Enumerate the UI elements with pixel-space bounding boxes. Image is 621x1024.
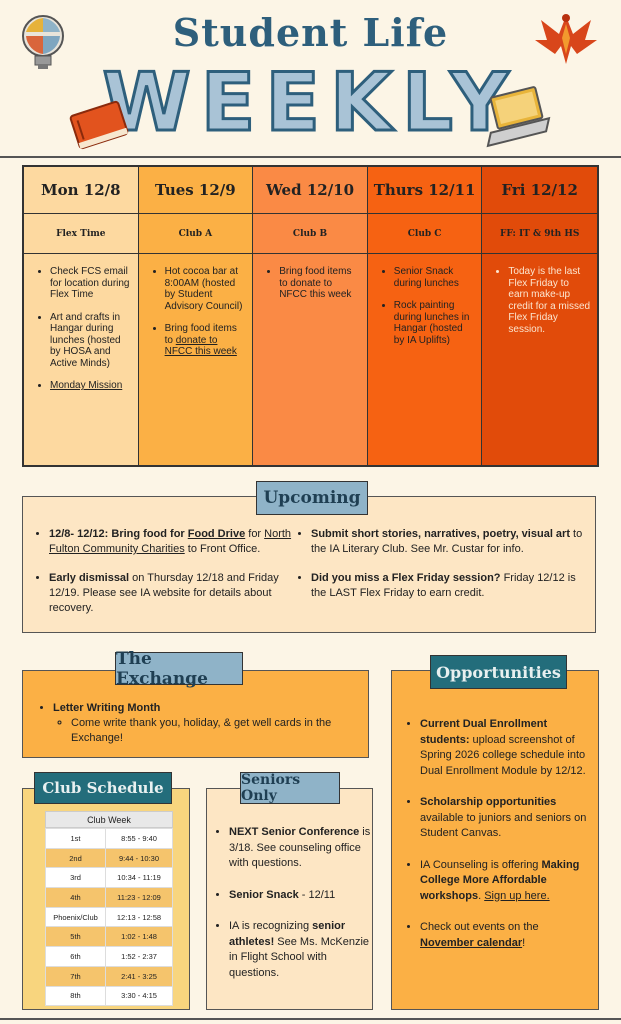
day-header: Thurs 12/11	[367, 167, 482, 214]
opportunities-panel: Current Dual Enrollment students: upload…	[391, 670, 599, 1010]
book-icon	[69, 100, 129, 150]
day-column-wednesday: Wed 12/10 Club B Bring food items to don…	[253, 167, 368, 465]
list-subitem: Come write thank you, holiday, & get wel…	[71, 716, 368, 746]
exchange-title: The Exchange	[115, 649, 243, 689]
day-column-thursday: Thurs 12/11 Club C Senior Snack during l…	[367, 167, 483, 465]
donate-nfcc-link[interactable]: donate to NFCC this week	[164, 334, 237, 358]
list-item: Letter Writing Month Come write thank yo…	[53, 701, 368, 746]
list-item: Did you miss a Flex Friday session? Frid…	[311, 571, 591, 601]
opportunities-title: Opportunities	[430, 655, 567, 689]
list-item: Hot cocoa bar at 8:00AM (hosted by Stude…	[165, 266, 247, 312]
list-item: Check FCS email for location during Flex…	[50, 266, 132, 301]
sign-up-link[interactable]: Sign up here.	[484, 889, 550, 902]
day-subheader: Club C	[367, 214, 482, 254]
header: Student Life WEEKLY	[0, 0, 621, 158]
list-item: NEXT Senior Conference is 3/18. See coun…	[229, 825, 371, 872]
list-item: IA Counseling is offering Making College…	[420, 858, 594, 905]
day-body: Bring food items to donate to NFCC this …	[253, 254, 367, 465]
list-item: Scholarship opportunities available to j…	[420, 795, 594, 842]
footer-divider	[0, 1018, 621, 1020]
day-column-friday: Fri 12/12 FF: IT & 9th HS Today is the l…	[482, 167, 597, 465]
list-item: Check out events on the November calenda…	[420, 920, 594, 951]
table-caption: Club Week	[45, 811, 173, 828]
nfcc-link[interactable]: North Fulton Community Charities	[49, 528, 292, 555]
day-header: Wed 12/10	[253, 167, 367, 214]
list-item: Current Dual Enrollment students: upload…	[420, 717, 594, 779]
day-body: Today is the last Flex Friday to earn ma…	[482, 254, 597, 465]
upcoming-left-column: 12/8- 12/12: Bring food for Food Drive f…	[33, 527, 295, 630]
club-schedule-title: Club Schedule	[34, 772, 172, 804]
list-item: Senior Snack - 12/11	[229, 888, 371, 904]
phoenix-logo-icon	[535, 14, 597, 64]
day-subheader: Club B	[253, 214, 367, 254]
monday-mission-link[interactable]: Monday Mission	[50, 380, 123, 391]
november-calendar-link[interactable]: November calendar	[420, 936, 523, 949]
day-subheader: Club A	[138, 214, 253, 254]
title-top: Student Life	[172, 10, 449, 55]
list-item: Monday Mission	[50, 380, 132, 392]
upcoming-panel: 12/8- 12/12: Bring food for Food Drive f…	[22, 496, 596, 633]
list-item: IA is recognizing senior athletes! See M…	[229, 919, 371, 981]
exchange-content: Letter Writing Month Come write thank yo…	[37, 701, 368, 746]
day-header: Mon 12/8	[24, 167, 138, 214]
list-item: Senior Snack during lunches	[394, 266, 476, 289]
day-body: Hot cocoa bar at 8:00AM (hosted by Stude…	[138, 254, 253, 465]
day-column-monday: Mon 12/8 Flex Time Check FCS email for l…	[24, 167, 139, 465]
list-item: Bring food items to donate to NFCC this …	[279, 266, 361, 301]
seniors-title: Seniors Only	[240, 772, 340, 804]
upcoming-right-column: Submit short stories, narratives, poetry…	[295, 527, 591, 615]
title-weekly: WEEKLY	[101, 56, 519, 149]
day-header: Tues 12/9	[138, 167, 253, 214]
seniors-content: NEXT Senior Conference is 3/18. See coun…	[213, 825, 371, 997]
list-item: Art and crafts in Hangar during lunches …	[50, 312, 132, 370]
seniors-panel: NEXT Senior Conference is 3/18. See coun…	[206, 788, 373, 1010]
list-item: Rock painting during lunches in Hangar (…	[394, 300, 476, 346]
list-item: 12/8- 12/12: Bring food for Food Drive f…	[49, 527, 295, 557]
list-item: Submit short stories, narratives, poetry…	[311, 527, 591, 557]
laptop-icon	[486, 86, 551, 148]
list-item: Early dismissal on Thursday 12/18 and Fr…	[49, 571, 295, 616]
lightbulb-puzzle-icon	[22, 15, 64, 69]
header-divider	[0, 156, 621, 158]
day-body: Senior Snack during lunches Rock paintin…	[367, 254, 482, 465]
day-header: Fri 12/12	[482, 167, 597, 214]
day-column-tuesday: Tues 12/9 Club A Hot cocoa bar at 8:00AM…	[138, 167, 254, 465]
upcoming-title: Upcoming	[256, 481, 368, 515]
list-item: Bring food items to donate to NFCC this …	[165, 323, 247, 358]
list-item: Today is the last Flex Friday to earn ma…	[508, 266, 591, 335]
day-subheader: FF: IT & 9th HS	[482, 214, 597, 254]
opportunities-content: Current Dual Enrollment students: upload…	[402, 717, 594, 967]
weekly-calendar: Mon 12/8 Flex Time Check FCS email for l…	[22, 165, 599, 467]
day-body: Check FCS email for location during Flex…	[24, 254, 138, 465]
food-drive-link[interactable]: Food Drive	[187, 528, 246, 540]
day-subheader: Flex Time	[24, 214, 138, 254]
